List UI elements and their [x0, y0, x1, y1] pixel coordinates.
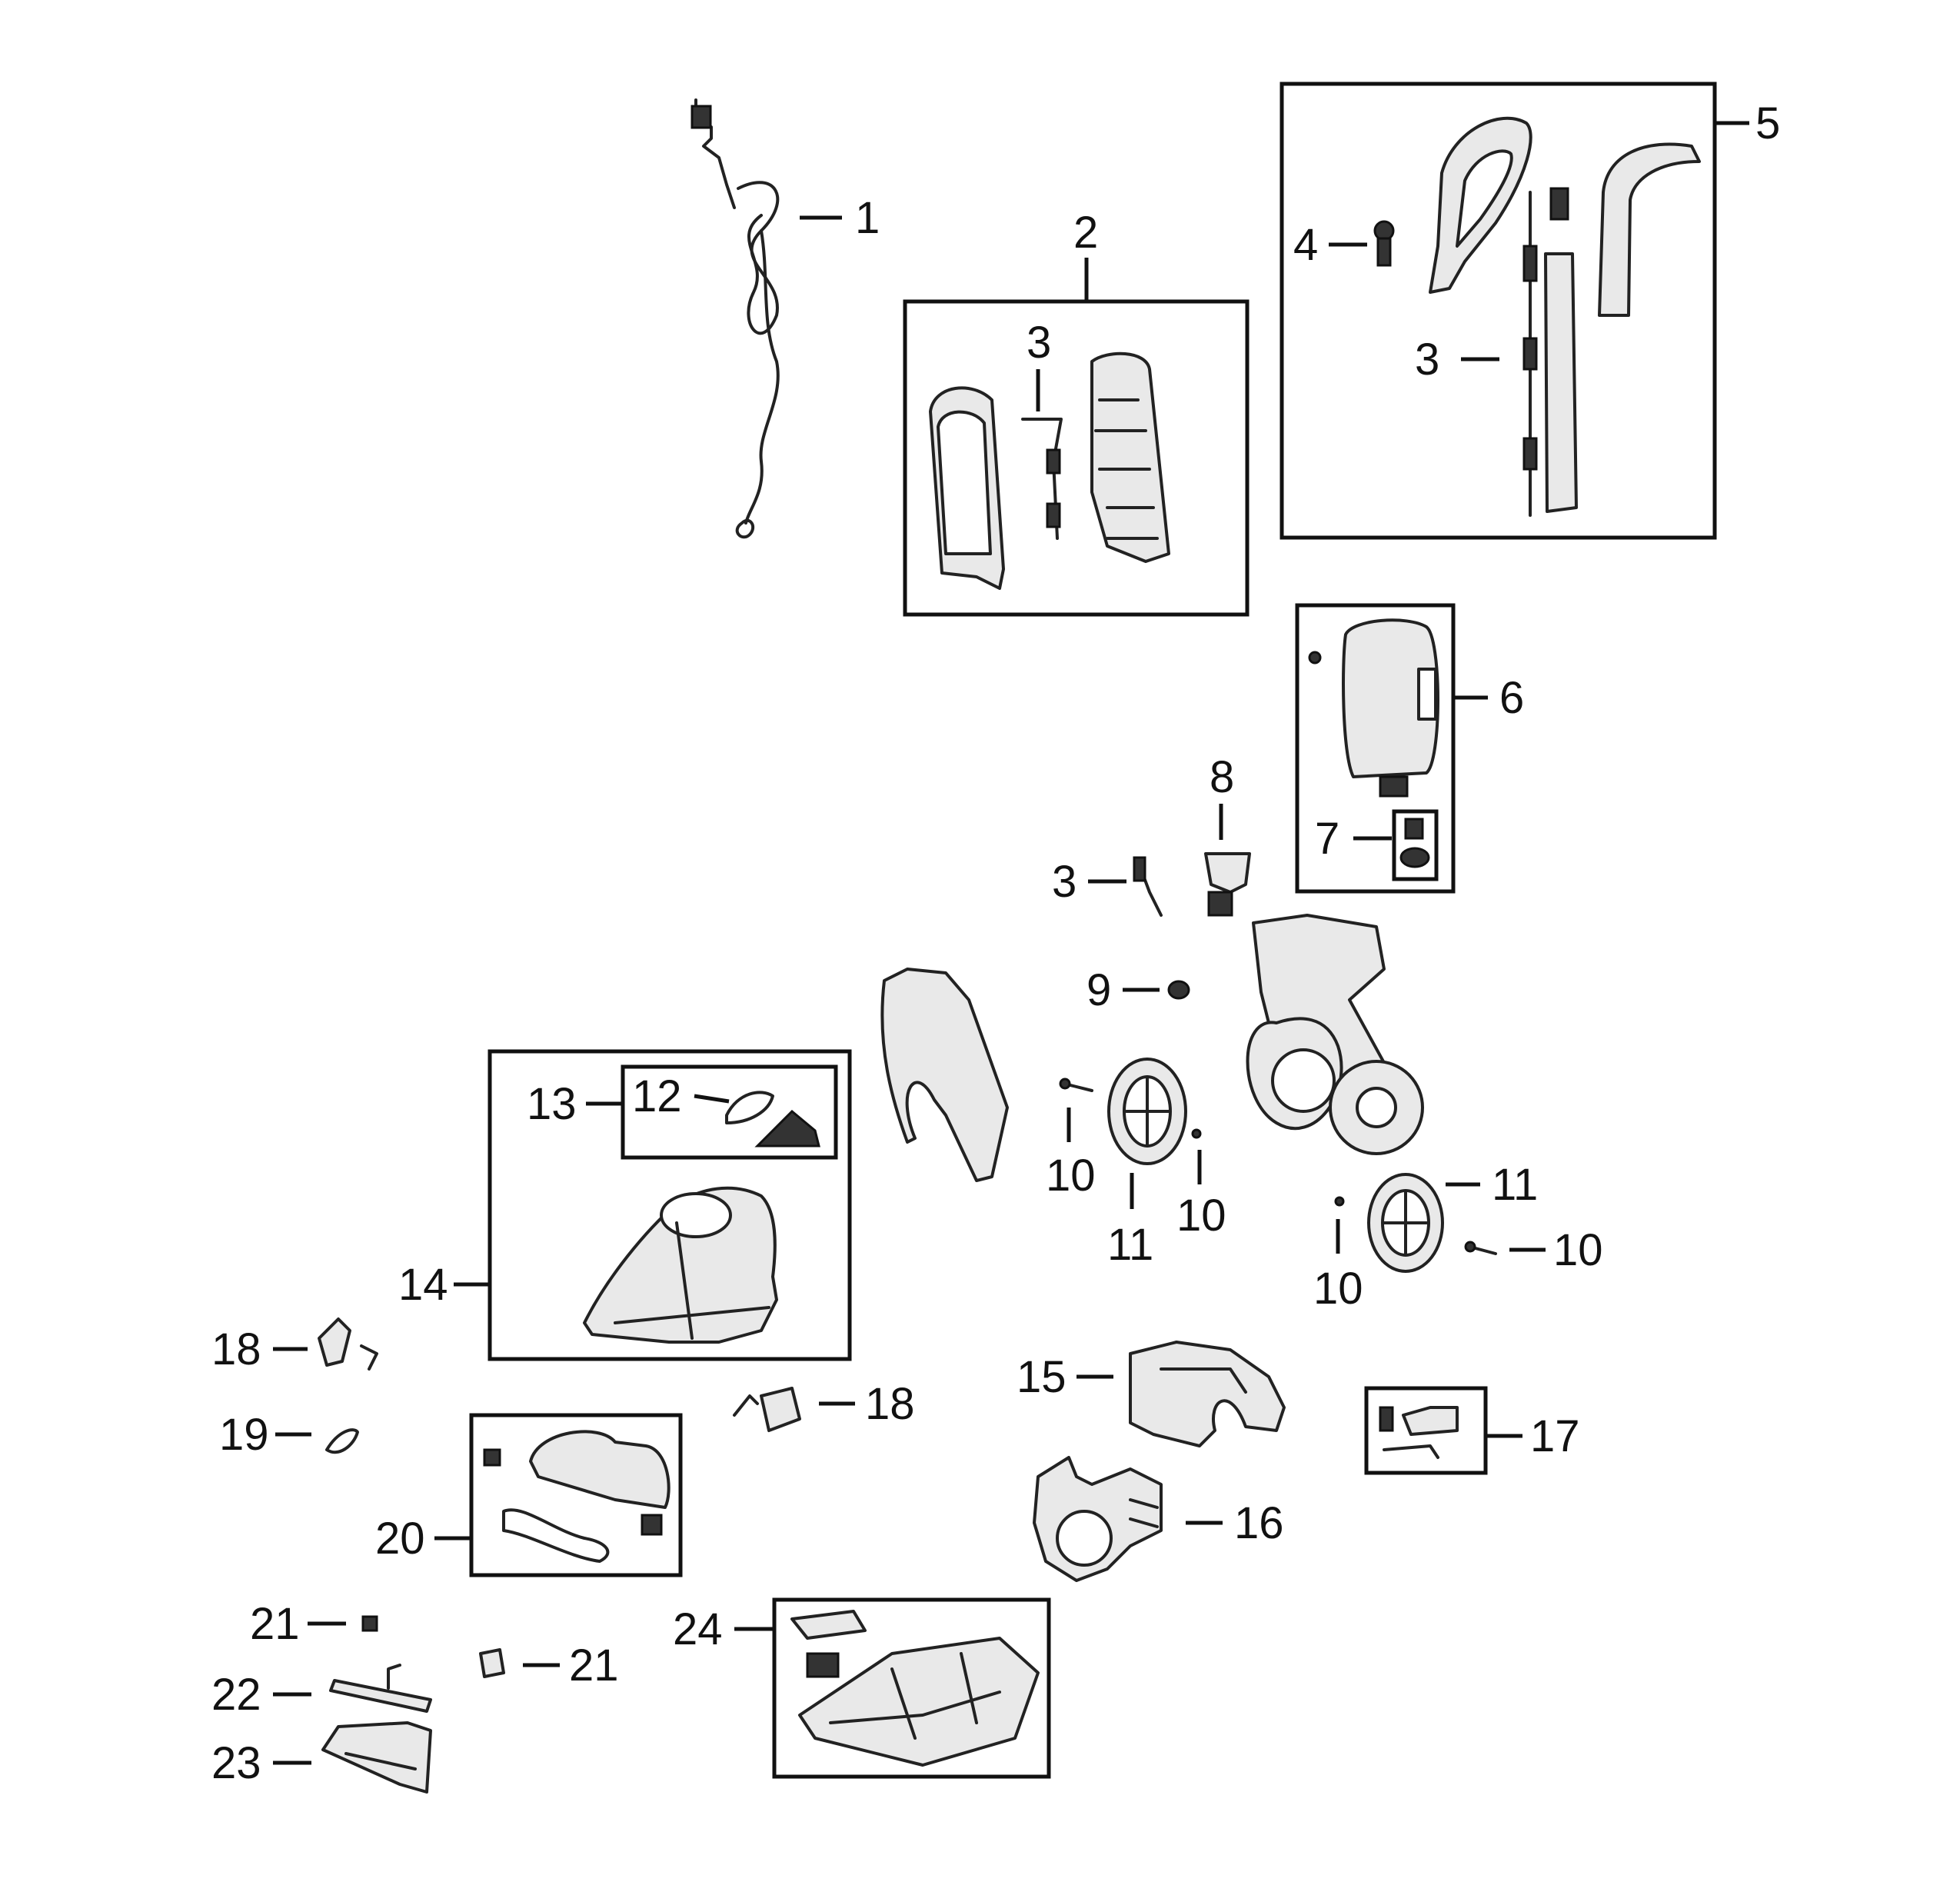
part-19-belt: [325, 1428, 359, 1454]
part-2-handle-housing: [929, 351, 1170, 590]
part-7-inner-box: [1392, 809, 1439, 881]
part-14-dirty-water-tank: [583, 1186, 778, 1344]
part-24-base-housing: [790, 1610, 1040, 1767]
part-21-bracket-a: [361, 1615, 378, 1632]
callout-18b: 18: [865, 1379, 915, 1429]
callout-7: 7: [1315, 814, 1339, 864]
part-18-clip-b: [733, 1387, 801, 1432]
part-9-fitting: [1167, 980, 1190, 1000]
part-23-front-nozzle: [321, 1721, 432, 1794]
part-15-motor-cover: [1129, 1341, 1286, 1447]
callout-23: 23: [211, 1738, 261, 1788]
callout-22: 22: [211, 1670, 261, 1720]
callout-18a: 18: [211, 1324, 261, 1374]
callout-17: 17: [1530, 1411, 1580, 1461]
part-24-box: [772, 1597, 1051, 1779]
part-10-clip-right: [1334, 1196, 1345, 1207]
callout-12: 12: [632, 1071, 682, 1121]
leader-12: [694, 1094, 730, 1104]
part-5-box: [1279, 82, 1717, 540]
part-21-bracket-b: [479, 1648, 505, 1678]
callout-24: 24: [673, 1604, 723, 1654]
part-10-clip-left: [1191, 1128, 1202, 1139]
part-8-valve: [1204, 852, 1251, 917]
part-17-box: [1364, 1386, 1488, 1475]
part-6-clean-water-tank: [1308, 618, 1439, 798]
part-1-power-cord: [690, 98, 780, 539]
callout-8: 8: [1210, 752, 1234, 802]
callout-16: 16: [1234, 1498, 1284, 1548]
callout-2: 2: [1073, 208, 1098, 258]
part-20-box: [469, 1413, 683, 1577]
part-3-trigger-rod-c: [1133, 856, 1163, 917]
front-cover-shroud: [880, 968, 1009, 1182]
part-17-switch: [1379, 1406, 1459, 1459]
part-20-brush-housing: [483, 1430, 671, 1509]
callout-10a: 10: [1046, 1151, 1096, 1201]
part-3-trigger-rod-b: [1522, 187, 1569, 517]
part-22-nozzle-bar: [329, 1664, 432, 1713]
callout-14: 14: [398, 1260, 448, 1310]
callout-11b: 11: [1492, 1160, 1538, 1210]
callout-11a: 11: [1107, 1220, 1153, 1270]
part-10-axle-pin-left: [1059, 1078, 1093, 1092]
part-14-box: [488, 1049, 852, 1361]
part-2-box: [903, 299, 1250, 617]
part-13-box: [621, 1064, 838, 1160]
part-13-nozzle-insert: [754, 1109, 820, 1148]
callout-13: 13: [527, 1079, 577, 1129]
part-5-handle-grip: [1429, 116, 1532, 294]
part-7-tank-cap: [1399, 818, 1430, 868]
base-frame-assembly: [1246, 914, 1424, 1155]
part-3-trigger-rod-a: [1021, 418, 1063, 540]
callout-21a: 21: [250, 1599, 300, 1649]
callout-6: 6: [1499, 673, 1524, 723]
part-5-tube: [1544, 142, 1701, 513]
callout-10b: 10: [1176, 1191, 1226, 1241]
part-11-wheel-left: [1107, 1058, 1187, 1165]
callout-10c: 10: [1313, 1264, 1363, 1314]
part-11-wheel-right: [1367, 1173, 1444, 1273]
callout-15: 15: [1017, 1352, 1067, 1402]
part-10-axle-pin-right: [1464, 1241, 1497, 1255]
callout-9: 9: [1086, 965, 1111, 1015]
callout-4: 4: [1293, 220, 1318, 270]
callout-3c: 3: [1052, 857, 1077, 907]
callout-20: 20: [375, 1514, 425, 1564]
part-12-filter: [725, 1091, 774, 1124]
part-16-motor-assembly: [1033, 1456, 1163, 1582]
callout-3b: 3: [1415, 335, 1439, 385]
callout-1: 1: [855, 193, 880, 243]
callout-21b: 21: [569, 1641, 619, 1690]
part-6-box: [1295, 603, 1456, 894]
callout-19: 19: [219, 1410, 269, 1460]
part-18-clip-a: [318, 1317, 378, 1371]
part-20-brush-roll: [502, 1508, 663, 1563]
part-4-screw: [1373, 220, 1395, 267]
callout-5: 5: [1755, 98, 1780, 148]
callout-3a: 3: [1027, 318, 1051, 368]
callout-10d: 10: [1553, 1225, 1603, 1275]
